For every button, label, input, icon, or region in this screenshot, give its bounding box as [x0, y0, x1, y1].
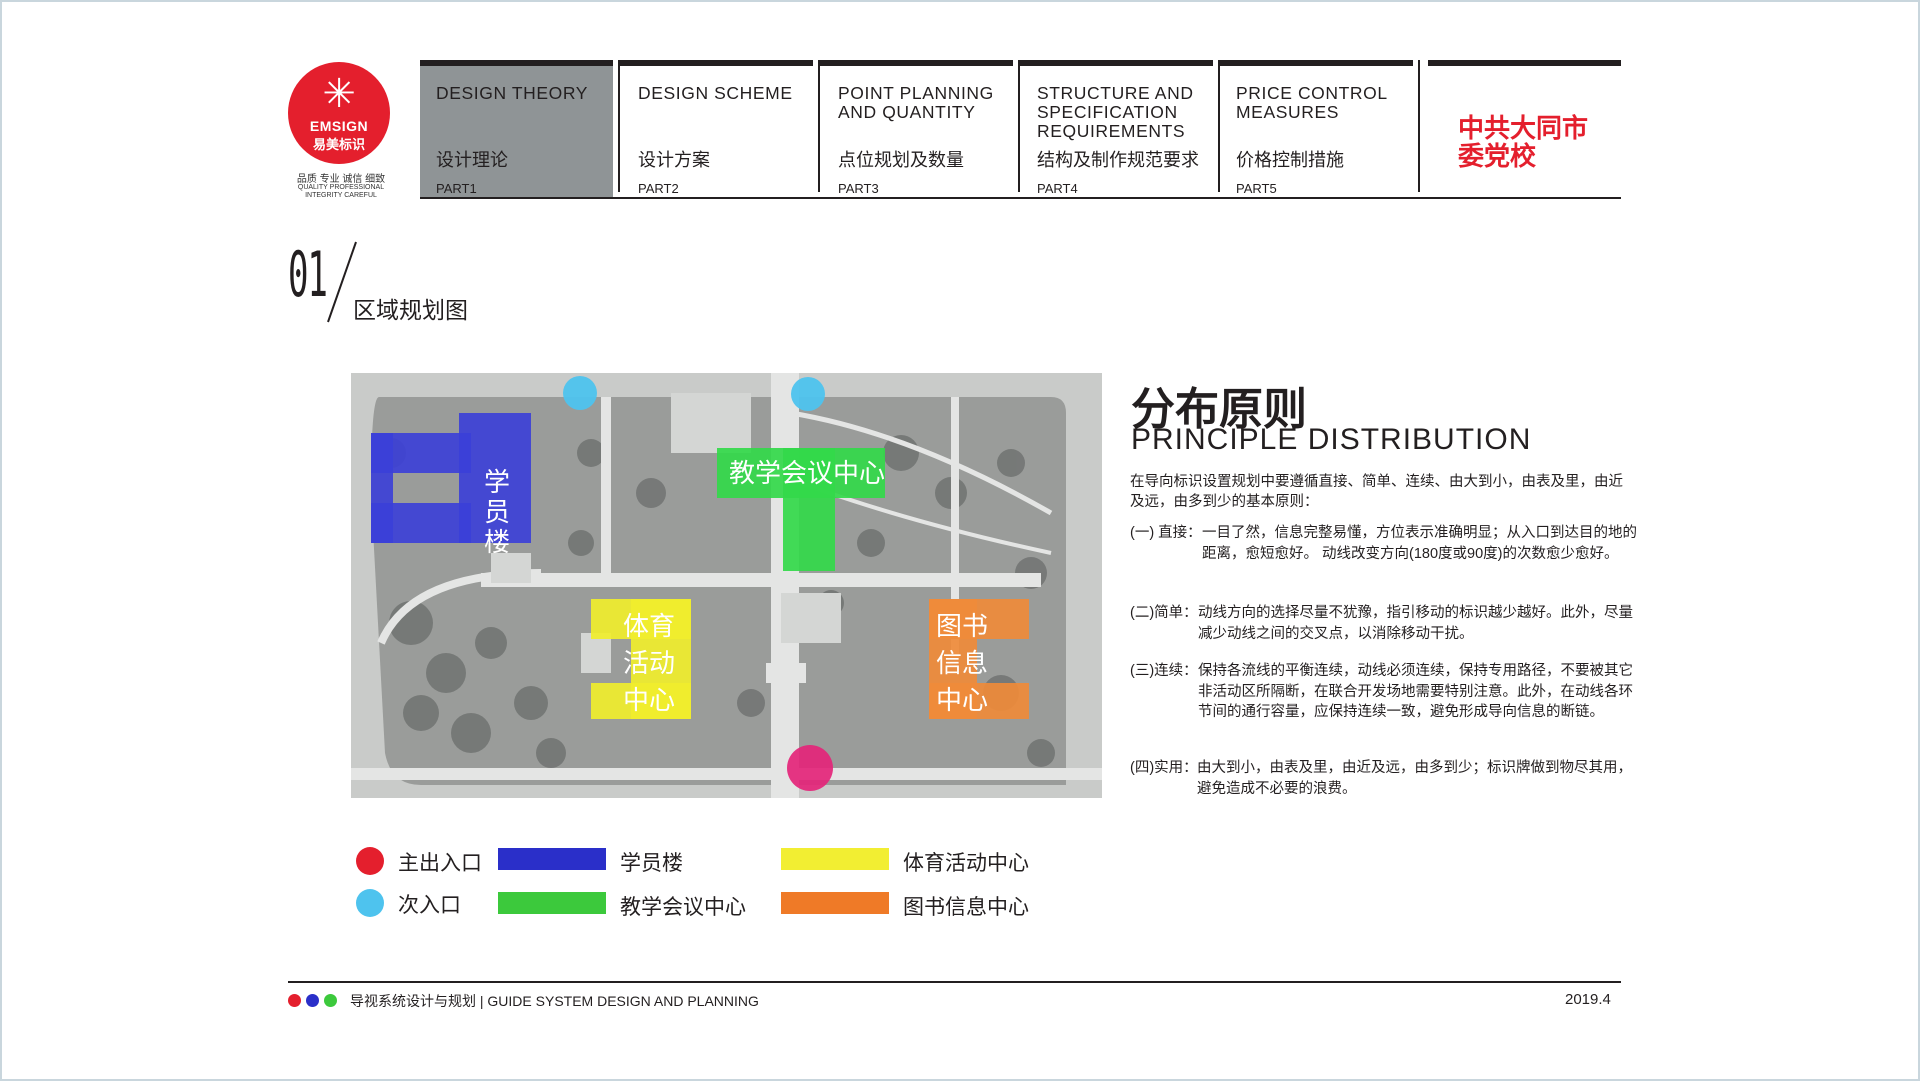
- legend-main-entrance-swatch: [356, 847, 384, 875]
- nav-tab-cn: 结构及制作规范要求: [1037, 150, 1199, 170]
- logo-tagline-cn: 品质 专业 诚信 细致: [296, 174, 386, 185]
- legend-sport-swatch: [781, 848, 889, 870]
- rule-text: 由大到小，由表及里，由近及远，由多到少；标识牌做到物尽其用，避免造成不必要的浪费…: [1197, 760, 1632, 797]
- legend-library-label: 图书信息中心: [903, 896, 1029, 919]
- principle-intro: 在导向标识设置规划中要遵循直接、简单、连续、由大到小，由表及里，由近及远，由多到…: [1130, 474, 1623, 510]
- principle-rule: (二)简单： 动线方向的选择尽量不犹豫，指引移动的标识越少越好。此外，尽量减少动…: [1130, 603, 1650, 645]
- zone-sport-shape: [591, 599, 691, 719]
- nav-tab-cn: 设计方案: [638, 150, 710, 170]
- nav-tab-en: DESIGN SCHEME: [638, 83, 793, 103]
- zone-library-shape: [929, 599, 1029, 719]
- nav-tab-part: PART1: [436, 181, 477, 196]
- nav-divider: [1418, 60, 1420, 192]
- principle-title-cn: 分布原则: [1131, 385, 1307, 434]
- logo-brand-en: EMSIGN: [309, 118, 369, 134]
- active-tab-pointer: [510, 166, 530, 176]
- zone-label-sport: 活动: [623, 648, 675, 678]
- nav-tab-part5[interactable]: PRICE CONTROL MEASURES 价格控制措施 PART5: [1220, 60, 1413, 198]
- rule-text: 保持各流线的平衡连续，动线必须连续，保持专用路径，不要被其它非活动区所隔断，在联…: [1198, 663, 1633, 720]
- zone-label-dorm: 学: [484, 467, 510, 497]
- zone-label-sport: 中心: [623, 685, 675, 715]
- zone-label-library: 信息: [936, 648, 988, 678]
- rule-label: (一) 直接：: [1130, 525, 1202, 541]
- nav-tab-cn: 点位规划及数量: [838, 150, 964, 170]
- principle-rule: (三)连续： 保持各流线的平衡连续，动线必须连续，保持专用路径，不要被其它非活动…: [1130, 661, 1650, 743]
- nav-tab-part1[interactable]: DESIGN THEORY 设计理论 PART1: [420, 60, 613, 198]
- section-title: 区域规划图: [353, 297, 468, 323]
- zone-label-teaching: 教学会议中心: [729, 458, 885, 488]
- legend-sport-label: 体育活动中心: [903, 852, 1029, 875]
- nav-divider: [1218, 60, 1220, 192]
- legend-side-entrance-label: 次入口: [398, 894, 461, 917]
- main-entrance-marker: [787, 745, 833, 791]
- nav-tab-part: PART4: [1037, 181, 1078, 196]
- legend-library-swatch: [781, 892, 889, 914]
- nav-divider: [1018, 60, 1020, 192]
- zone-label-dorm: 员: [484, 497, 510, 527]
- section-number: 01: [288, 238, 328, 311]
- starburst-logo-icon: ✳: [322, 71, 356, 117]
- site-plan-map: 学 员 楼 教学会议中心 体育 活动 中心 图书 信息 中心: [351, 373, 1102, 798]
- client-name-line1: 中共大同市: [1458, 113, 1589, 143]
- client-name-block: 中共大同市 委党校: [1428, 60, 1621, 198]
- rule-text: 一目了然，信息完整易懂，方位表示准确明显；从入口到达目的地的距离，愈短愈好。 动…: [1202, 525, 1637, 562]
- zone-dorm-shape: [371, 413, 531, 543]
- nav-tab-part: PART2: [638, 181, 679, 196]
- nav-tab-en: STRUCTURE AND SPECIFICATION REQUIREMENTS: [1037, 83, 1194, 141]
- zone-label-sport: 体育: [623, 611, 675, 641]
- footer-date: 2019.4: [1565, 991, 1611, 1008]
- principle-title-en: PRINCIPLE DISTRIBUTION: [1131, 423, 1532, 456]
- section-slash: [327, 241, 357, 323]
- principle-rule: (四)实用： 由大到小，由表及里，由近及远，由多到少；标识牌做到物尽其用，避免造…: [1130, 758, 1650, 800]
- legend-teaching-swatch: [498, 892, 606, 914]
- logo-tagline-en: QUALITY PROFESSIONAL INTEGRITY CAREFUL: [297, 184, 385, 199]
- rule-label: (三)连续：: [1130, 663, 1198, 679]
- principle-rule: (一) 直接： 一目了然，信息完整易懂，方位表示准确明显；从入口到达目的地的距离…: [1130, 523, 1650, 585]
- zone-label-library: 图书: [936, 611, 988, 641]
- footer-dot-blue: [306, 994, 319, 1007]
- nav-tab-en: PRICE CONTROL MEASURES: [1236, 83, 1388, 122]
- side-entrance-marker: [791, 377, 825, 411]
- rule-text: 动线方向的选择尽量不犹豫，指引移动的标识越少越好。此外，尽量减少动线之间的交叉点…: [1198, 605, 1633, 642]
- nav-tab-cn: 价格控制措施: [1236, 150, 1344, 170]
- legend-dorm-swatch: [498, 848, 606, 870]
- nav-tab-part2[interactable]: DESIGN SCHEME 设计方案 PART2: [620, 60, 813, 198]
- nav-tab-part4[interactable]: STRUCTURE AND SPECIFICATION REQUIREMENTS…: [1020, 60, 1213, 198]
- nav-divider: [818, 60, 820, 192]
- footer-dot-green: [324, 994, 337, 1007]
- legend-main-entrance-label: 主出入口: [398, 852, 482, 875]
- nav-tab-part: PART3: [838, 181, 879, 196]
- logo-brand-cn: 易美标识: [312, 137, 365, 152]
- client-name-line2: 委党校: [1458, 141, 1537, 171]
- rule-label: (二)简单：: [1130, 605, 1198, 621]
- legend-dorm-label: 学员楼: [620, 852, 683, 875]
- nav-tab-part: PART5: [1236, 181, 1277, 196]
- nav-tab-part3[interactable]: POINT PLANNING AND QUANTITY 点位规划及数量 PART…: [820, 60, 1013, 198]
- footer-title: 导视系统设计与规划 | GUIDE SYSTEM DESIGN AND PLAN…: [350, 993, 759, 1009]
- footer-rule: [288, 981, 1621, 983]
- footer-dot-red: [288, 994, 301, 1007]
- zone-label-library: 中心: [936, 685, 988, 715]
- legend-side-entrance-swatch: [356, 889, 384, 917]
- nav-tab-en: POINT PLANNING AND QUANTITY: [838, 83, 994, 122]
- client-name: 中共大同市 委党校: [1458, 114, 1588, 170]
- nav-divider: [618, 60, 620, 192]
- side-entrance-marker: [563, 376, 597, 410]
- legend-teaching-label: 教学会议中心: [620, 896, 746, 919]
- zone-teaching-shape: [717, 448, 885, 571]
- rule-label: (四)实用：: [1130, 760, 1198, 776]
- zone-label-dorm: 楼: [484, 527, 510, 557]
- brand-logo[interactable]: ✳ EMSIGN 易美标识: [288, 62, 390, 164]
- nav-tab-cn: 设计理论: [436, 150, 508, 170]
- nav-underline: [420, 197, 1621, 199]
- nav-tab-en: DESIGN THEORY: [436, 83, 589, 103]
